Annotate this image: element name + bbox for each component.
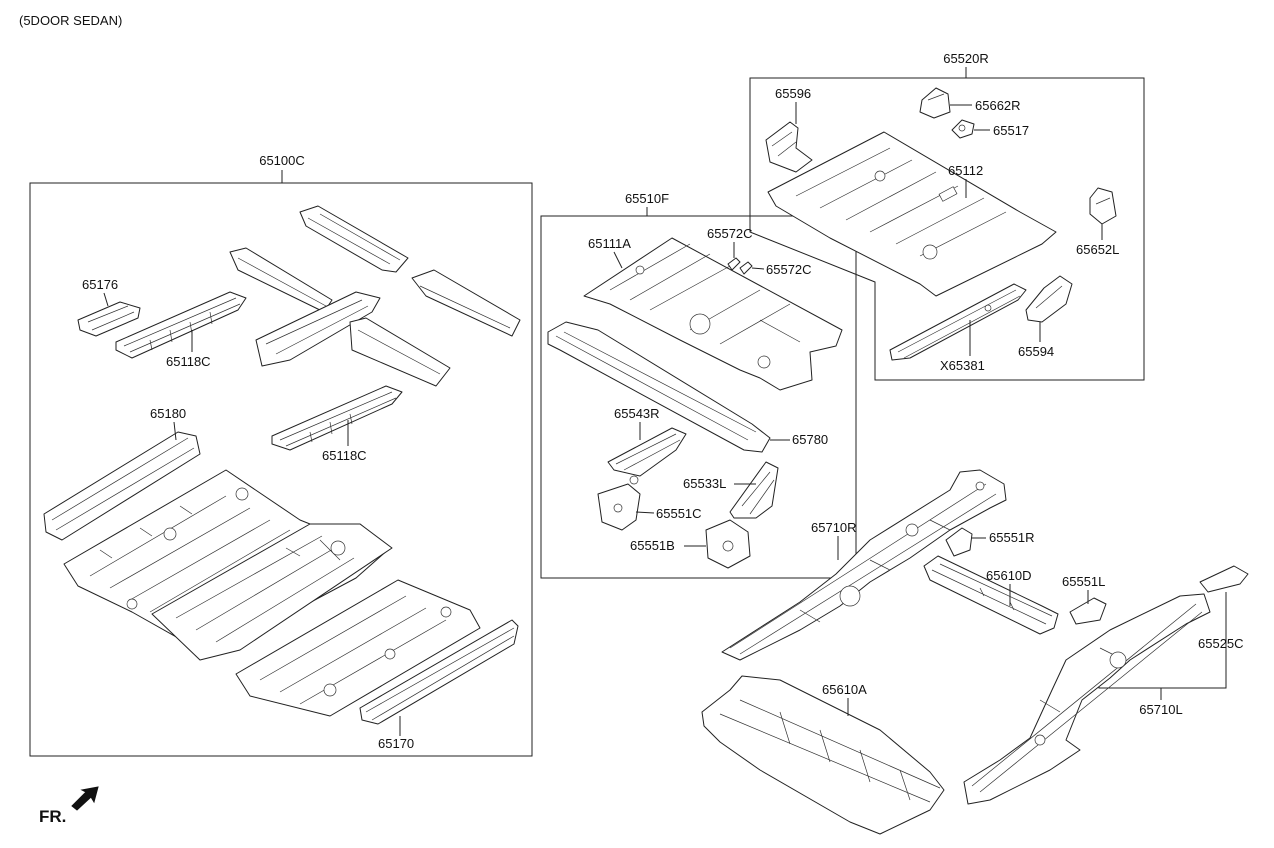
part-label-65652l[interactable]: 65652L: [1076, 242, 1119, 257]
part-65517-shape[interactable]: [951, 119, 975, 139]
part-label-65118c-upper[interactable]: 65118C: [166, 354, 211, 369]
body-type-caption: (5DOOR SEDAN): [19, 13, 122, 28]
leader-65111a: [613, 251, 623, 269]
group-label-center-floor[interactable]: 65510F: [625, 191, 669, 206]
part-front-floor-panel-shape: [63, 469, 481, 717]
part-label-65780[interactable]: 65780: [792, 432, 828, 447]
part-65710l-shape[interactable]: [963, 593, 1211, 805]
front-arrow-icon: [71, 786, 99, 811]
group-label-rear-floor[interactable]: 65520R: [943, 51, 989, 66]
part-label-x65381[interactable]: X65381: [940, 358, 985, 373]
part-65533l-shape[interactable]: [729, 461, 779, 519]
part-label-65610a[interactable]: 65610A: [822, 682, 867, 697]
part-65662r-shape[interactable]: [919, 87, 951, 119]
part-label-65551b[interactable]: 65551B: [630, 538, 675, 553]
part-65111a-shape[interactable]: [583, 237, 843, 391]
part-65780-shape[interactable]: [547, 321, 771, 453]
part-65551b-shape[interactable]: [705, 519, 751, 569]
part-65543r-shape[interactable]: [607, 427, 687, 485]
part-label-65517[interactable]: 65517: [993, 123, 1029, 138]
part-front-crossmember-upper-shape: [229, 205, 521, 387]
part-65118c-lower-shape[interactable]: [271, 385, 403, 451]
group-label-side-member-left[interactable]: 65710L: [1139, 702, 1182, 717]
leader-65572c-b: [751, 267, 765, 270]
part-65170-shape[interactable]: [359, 619, 519, 725]
part-label-65572c-b[interactable]: 65572C: [766, 262, 812, 277]
part-label-65610d[interactable]: 65610D: [986, 568, 1032, 583]
rear-floor-group-box: [749, 77, 1145, 381]
leader-65551c: [635, 511, 655, 514]
part-65551l-shape[interactable]: [1069, 597, 1107, 625]
part-label-65543r[interactable]: 65543R: [614, 406, 660, 421]
part-label-65551l[interactable]: 65551L: [1062, 574, 1105, 589]
part-65652l-shape[interactable]: [1089, 187, 1117, 225]
part-label-65112[interactable]: 65112: [948, 163, 983, 178]
center-floor-group-box: [540, 215, 857, 579]
part-65112-shape[interactable]: [767, 131, 1057, 297]
part-x65381-shape[interactable]: [889, 283, 1027, 361]
part-65551c-shape[interactable]: [597, 483, 641, 531]
part-65610a-shape[interactable]: [701, 675, 945, 835]
part-65572c-clips-shape[interactable]: [727, 257, 753, 275]
part-65551r-shape[interactable]: [945, 527, 973, 557]
part-label-65170[interactable]: 65170: [378, 736, 414, 751]
part-65118c-upper-shape[interactable]: [115, 291, 247, 359]
part-label-65118c-lower[interactable]: 65118C: [322, 448, 367, 463]
part-65525c-shape[interactable]: [1199, 565, 1249, 593]
part-label-65551c[interactable]: 65551C: [656, 506, 702, 521]
part-65610d-shape[interactable]: [923, 555, 1059, 635]
front-floor-group-box: [29, 182, 533, 757]
part-label-65710r[interactable]: 65710R: [811, 520, 857, 535]
leader-65176: [103, 292, 109, 307]
part-label-65180[interactable]: 65180: [150, 406, 186, 421]
leader-65180: [173, 421, 177, 441]
part-label-65662r[interactable]: 65662R: [975, 98, 1021, 113]
part-label-65572c-a[interactable]: 65572C: [707, 226, 753, 241]
part-label-65111a[interactable]: 65111A: [588, 236, 631, 251]
part-label-65594[interactable]: 65594: [1018, 344, 1054, 359]
part-label-65596[interactable]: 65596: [775, 86, 811, 101]
part-label-65525c[interactable]: 65525C: [1198, 636, 1244, 651]
part-65710r-shape[interactable]: [721, 469, 1007, 661]
part-label-65176[interactable]: 65176: [82, 277, 118, 292]
part-65594-shape[interactable]: [1025, 275, 1073, 323]
group-label-front-floor[interactable]: 65100C: [259, 153, 305, 168]
part-65596-shape[interactable]: [765, 121, 813, 173]
part-65180-shape[interactable]: [43, 431, 201, 541]
front-direction-label: FR.: [39, 807, 66, 826]
part-label-65533l[interactable]: 65533L: [683, 476, 726, 491]
part-label-65551r[interactable]: 65551R: [989, 530, 1035, 545]
part-65176-shape[interactable]: [77, 301, 141, 337]
